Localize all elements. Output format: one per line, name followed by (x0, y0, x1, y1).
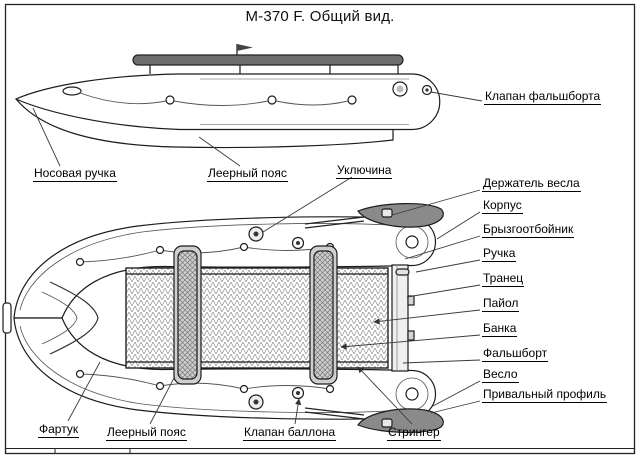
side-view-drawing (14, 44, 441, 149)
diagram-title: М-370 F. Общий вид. (245, 8, 395, 25)
oar-holder-top-shape (381, 208, 393, 218)
rub-rail-line-bottom (19, 325, 389, 413)
label-oar-holder: Держатель весла (482, 176, 581, 192)
seat-front-shape (173, 245, 202, 385)
drawing-border (4, 3, 636, 455)
leer-rope-bottom (79, 373, 331, 390)
label-leer-belt-bottom: Леерный пояс (106, 425, 187, 441)
transom-handle-shape (395, 268, 410, 276)
bow-fitting-shape (2, 302, 12, 334)
label-spray-guard: Брызгоотбойник (482, 222, 575, 238)
label-rub-rail: Привальный профиль (482, 387, 608, 403)
apron-shape (49, 281, 99, 355)
label-oarlock: Уключина (336, 163, 393, 179)
label-leer-belt-top: Леерный пояс (207, 166, 288, 182)
top-view-drawing (2, 203, 444, 433)
label-handle: Ручка (482, 246, 517, 262)
rub-rail-line-top (19, 223, 389, 311)
side-tube-shape (14, 73, 441, 131)
rolled-band-shape (132, 54, 404, 66)
label-apron: Фартук (38, 422, 80, 438)
top-tube-shape (13, 216, 437, 319)
leader-lines (32, 91, 483, 425)
label-tube-valve: Клапан баллона (243, 425, 337, 441)
oar-holder-bottom-shape (381, 418, 393, 428)
label-oar: Весло (482, 367, 519, 383)
label-hull: Корпус (482, 198, 523, 214)
flag-shape (237, 44, 253, 51)
bottom-tube-shape (13, 317, 437, 420)
leer-rope-side (79, 92, 349, 106)
leer-rope-top (79, 246, 331, 263)
oar-top-shape (357, 203, 444, 228)
label-bow-handle: Носовая ручка (33, 166, 117, 182)
label-transom: Транец (482, 271, 525, 287)
bow-handle-shape (62, 86, 82, 96)
oar-bottom-shape (357, 408, 444, 433)
label-bulwark-valve: Клапан фальшборта (484, 89, 602, 105)
seat-rear-shape (309, 245, 338, 385)
label-bulwark: Фальшборт (482, 346, 549, 362)
hull-keel-line (15, 98, 394, 149)
label-seat: Банка (482, 321, 518, 337)
label-stringer: Стрингер (387, 425, 441, 441)
label-floorboard: Пайол (482, 296, 520, 312)
